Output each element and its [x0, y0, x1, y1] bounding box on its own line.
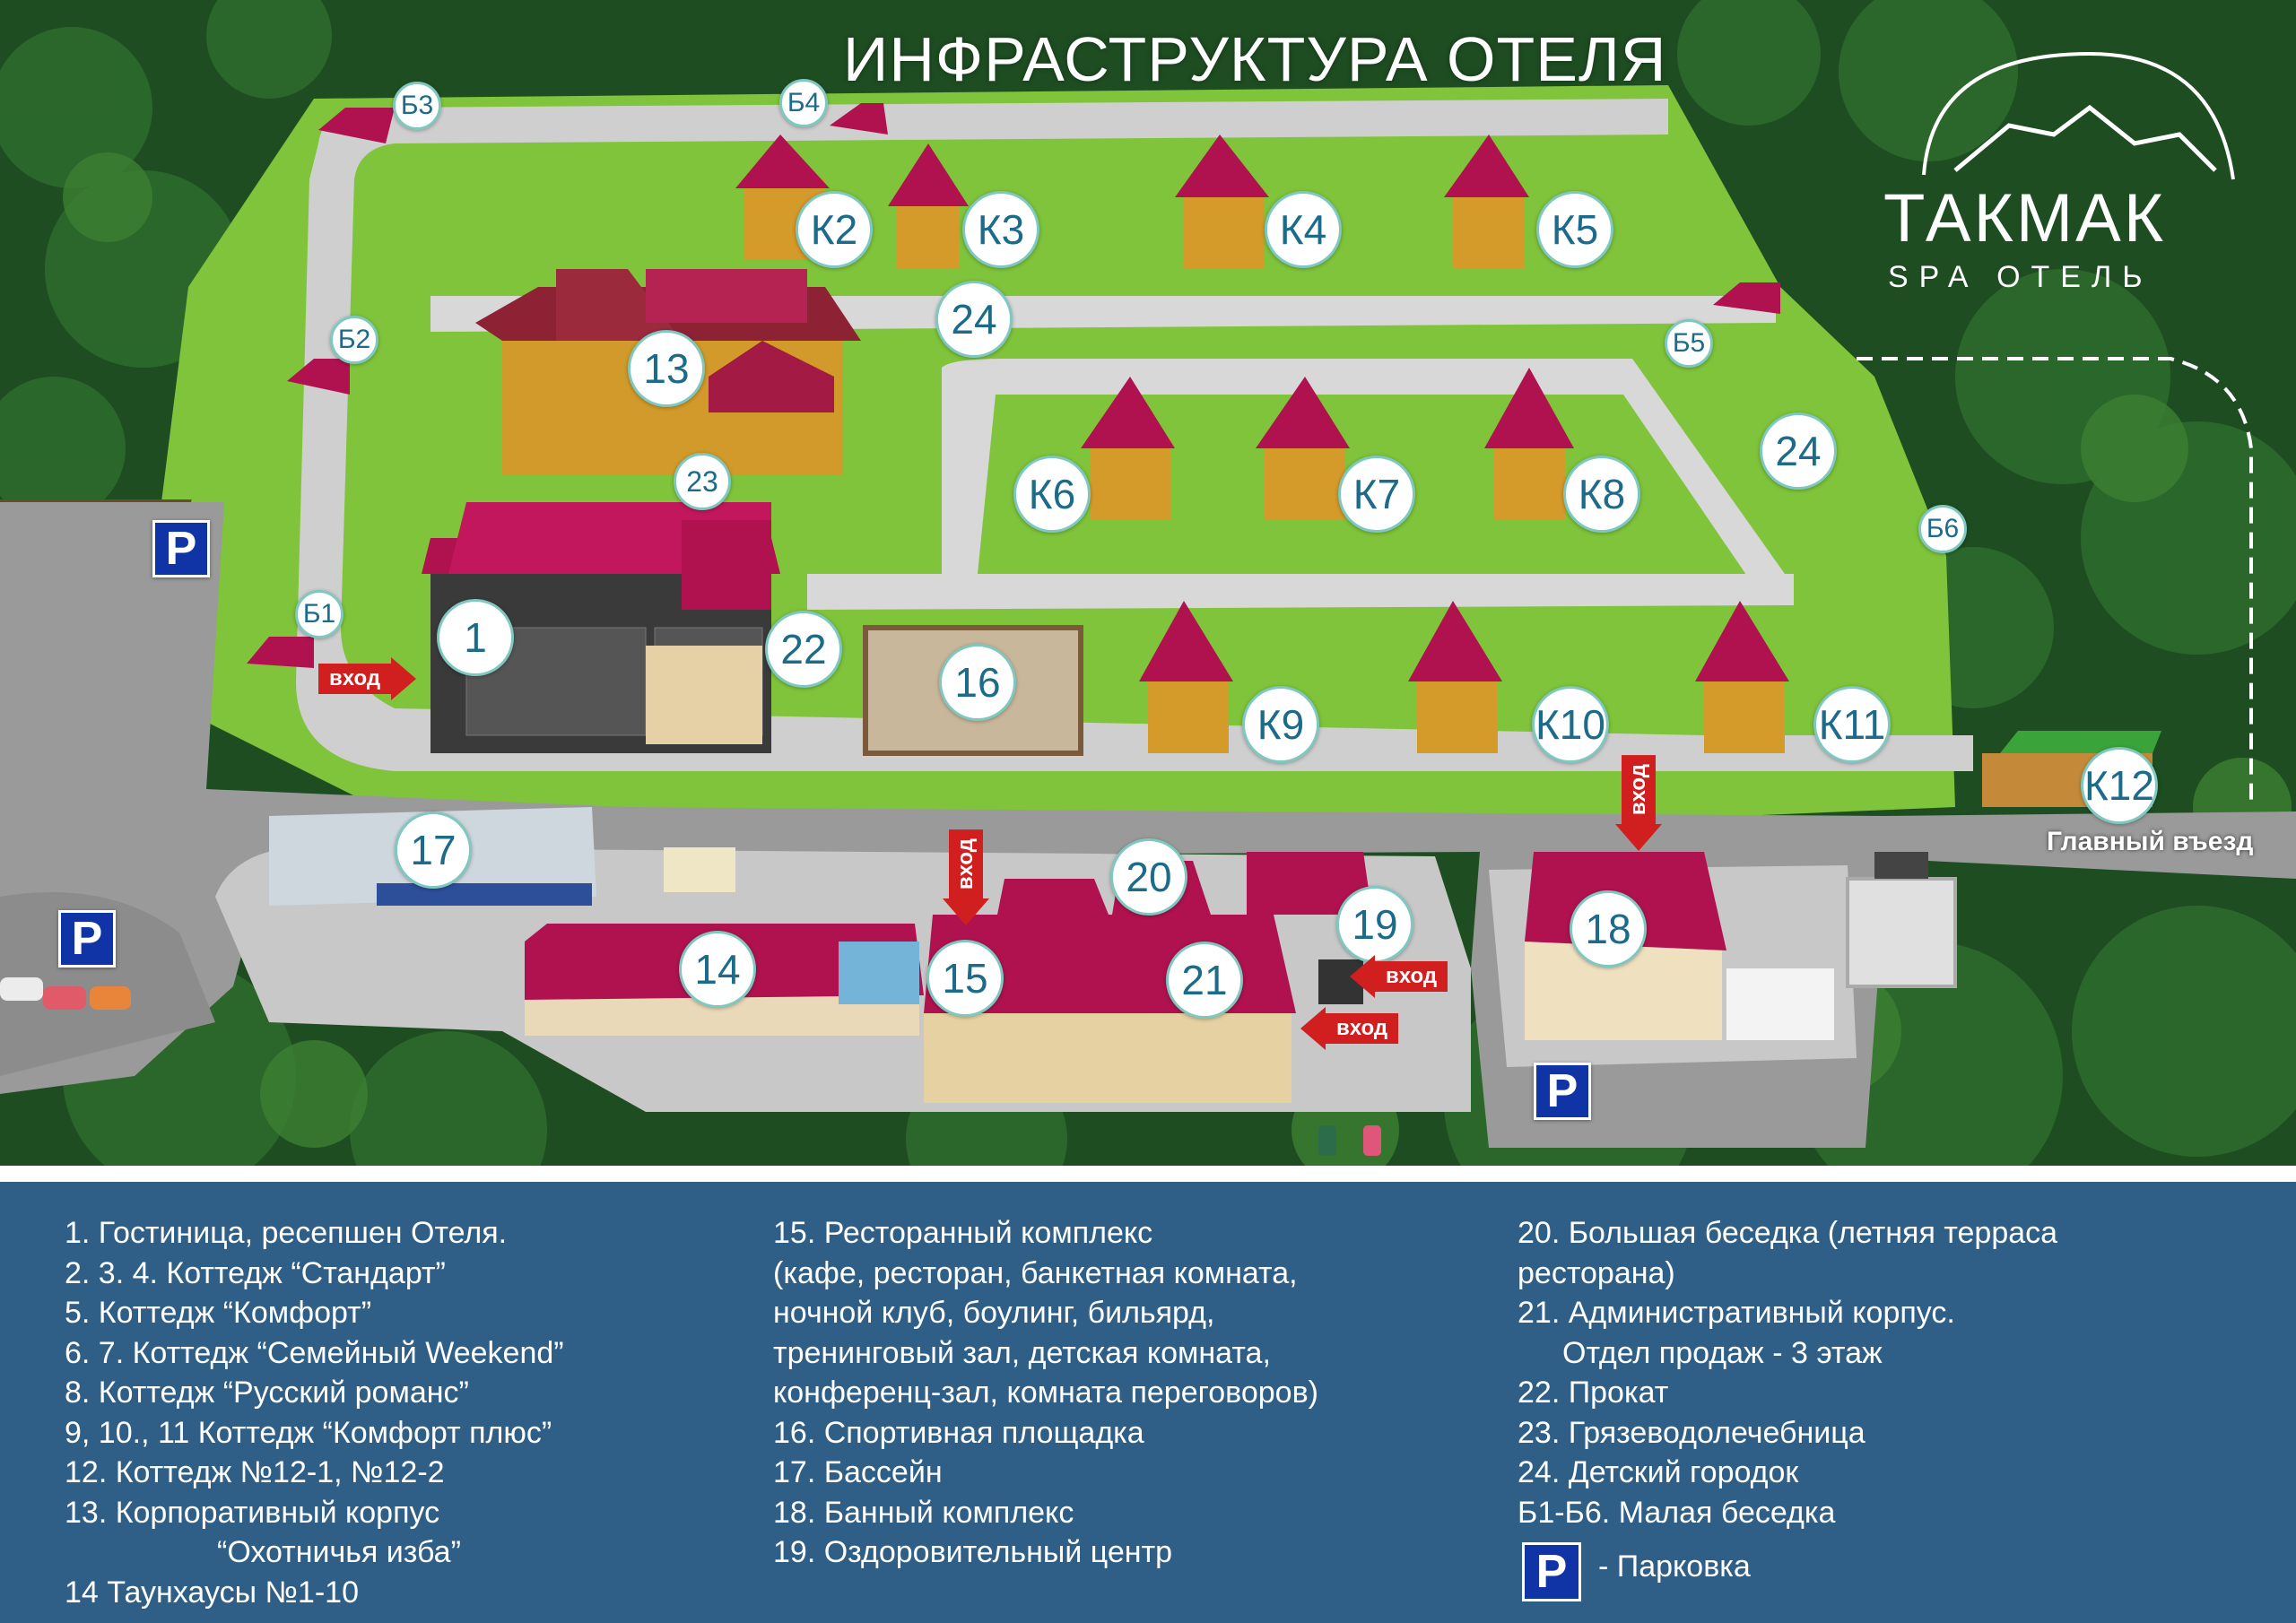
label-gazebo-b5: Б5 — [1665, 319, 1713, 368]
label-playground-east: 24 — [1760, 412, 1837, 490]
legend-item: 21. Административный корпус. — [1518, 1296, 1955, 1330]
legend-item: ночной клуб, боулинг, бильярд, — [773, 1296, 1215, 1330]
label-building-20: 20 — [1110, 838, 1187, 916]
label-cottage-k6: К6 — [1013, 456, 1091, 533]
legend-item: 20. Большая беседка (летняя терраса — [1518, 1216, 2058, 1250]
label-playground-north: 24 — [935, 281, 1013, 358]
site-map: ИНФРАСТРУКТУРА ОТЕЛЯ ТАКМАК SPA ОТЕЛЬ 1 … — [0, 0, 2296, 1166]
legend-item: 15. Ресторанный комплекс — [773, 1216, 1153, 1250]
label-gazebo-b4: Б4 — [779, 79, 828, 127]
legend-column-2: 15. Ресторанный комплекс (кафе, ресторан… — [773, 1213, 1318, 1573]
legend-item: 5. Коттедж “Комфорт” — [65, 1296, 372, 1330]
entry-label: вход — [1622, 755, 1656, 825]
label-cottage-k11: К11 — [1813, 686, 1891, 763]
legend-item: 19. Оздоровительный центр — [773, 1535, 1173, 1569]
legend-item: конференц-зал, комната переговоров) — [773, 1376, 1318, 1410]
legend-item: тренинговый зал, детская комната, — [773, 1335, 1271, 1370]
legend-parking-text: - Парковка — [1598, 1549, 1751, 1584]
label-cottage-k12: К12 — [2081, 747, 2158, 824]
label-cottage-k2: К2 — [796, 191, 873, 268]
legend-item: 8. Коттедж “Русский романс” — [65, 1376, 469, 1410]
legend-item: 24. Детский городок — [1518, 1455, 1799, 1489]
entry-label: вход — [318, 664, 392, 694]
legend-item: 6. 7. Коттедж “Семейный Weekend” — [65, 1335, 564, 1370]
legend-item: ресторана) — [1518, 1255, 1675, 1290]
legend-item: 16. Спортивная площадка — [773, 1415, 1144, 1450]
legend-item: 17. Бассейн — [773, 1455, 943, 1489]
label-building-16: 16 — [939, 644, 1016, 721]
label-cottage-k9: К9 — [1242, 686, 1319, 763]
label-cottage-k3: К3 — [962, 191, 1039, 268]
label-gazebo-b6: Б6 — [1918, 505, 1967, 553]
entry-arrow-restaurant: вход — [943, 829, 989, 926]
label-cottage-k8: К8 — [1563, 456, 1640, 533]
map-artwork — [0, 0, 2296, 1166]
main-entry-label: Главный въезд — [2047, 827, 2254, 856]
parking-sign-south: P — [1534, 1063, 1591, 1120]
legend-item: 23. Грязеводолечебница — [1518, 1415, 1866, 1450]
label-building-22: 22 — [765, 611, 842, 688]
legend-item: Б1-Б6. Малая беседка — [1518, 1495, 1836, 1530]
label-cottage-k5: К5 — [1536, 191, 1613, 268]
entry-label: вход — [1375, 961, 1448, 992]
label-gazebo-b1: Б1 — [295, 590, 344, 638]
parking-sign-west: P — [152, 520, 210, 577]
legend-item: “Охотничья изба” — [217, 1535, 461, 1569]
legend-item: 22. Прокат — [1518, 1376, 1669, 1410]
legend-item: 14 Таунхаусы №1-10 — [65, 1575, 359, 1610]
entry-arrow-admin: вход — [1300, 1007, 1399, 1050]
entry-label: вход — [1326, 1013, 1399, 1044]
legend-item: 13. Корпоративный корпус — [65, 1495, 440, 1530]
legend-column-1: 1. Гостиница, ресепшен Отеля. 2. 3. 4. К… — [65, 1213, 564, 1612]
logo-subtitle: SPA ОТЕЛЬ — [1888, 260, 2153, 294]
label-building-15: 15 — [926, 940, 1004, 1017]
label-cottage-k7: К7 — [1338, 456, 1415, 533]
label-cottage-k4: К4 — [1265, 191, 1342, 268]
entry-arrow-hotel: вход — [318, 657, 417, 700]
legend-item: (кафе, ресторан, банкетная комната, — [773, 1255, 1298, 1290]
label-building-17: 17 — [395, 812, 472, 889]
legend-item: 9, 10., 11 Коттедж “Комфорт плюс” — [65, 1415, 552, 1450]
label-cottage-k10: К10 — [1532, 686, 1609, 763]
legend-column-3: 20. Большая беседка (летняя терраса рест… — [1518, 1213, 2057, 1532]
legend-item: 2. 3. 4. Коттедж “Стандарт” — [65, 1255, 446, 1290]
label-building-1: 1 — [437, 599, 514, 676]
label-gazebo-b2: Б2 — [330, 316, 378, 364]
entry-arrow-bath: вход — [1615, 755, 1662, 852]
entry-arrow-health-center: вход — [1350, 955, 1448, 998]
logo-name: ТАКМАК — [1883, 180, 2167, 256]
legend-item: 18. Банный комплекс — [773, 1495, 1074, 1530]
label-building-23: 23 — [674, 453, 731, 510]
label-building-19: 19 — [1336, 886, 1413, 963]
map-legend: 1. Гостиница, ресепшен Отеля. 2. 3. 4. К… — [0, 1166, 2296, 1623]
legend-item: Отдел продаж - 3 этаж — [1562, 1335, 1883, 1370]
label-building-13: 13 — [628, 330, 705, 407]
label-gazebo-b3: Б3 — [393, 82, 441, 130]
entry-label: вход — [949, 829, 983, 899]
map-title: ИНФРАСТРУКТУРА ОТЕЛЯ — [843, 24, 1667, 94]
legend-parking-icon: P — [1522, 1542, 1581, 1601]
legend-item: 1. Гостиница, ресепшен Отеля. — [65, 1216, 508, 1250]
parking-sign-southwest: P — [58, 910, 116, 968]
label-building-14: 14 — [679, 931, 756, 1008]
label-building-21: 21 — [1166, 942, 1243, 1019]
legend-item: 12. Коттедж №12-1, №12-2 — [65, 1455, 445, 1489]
label-building-18: 18 — [1570, 890, 1647, 968]
